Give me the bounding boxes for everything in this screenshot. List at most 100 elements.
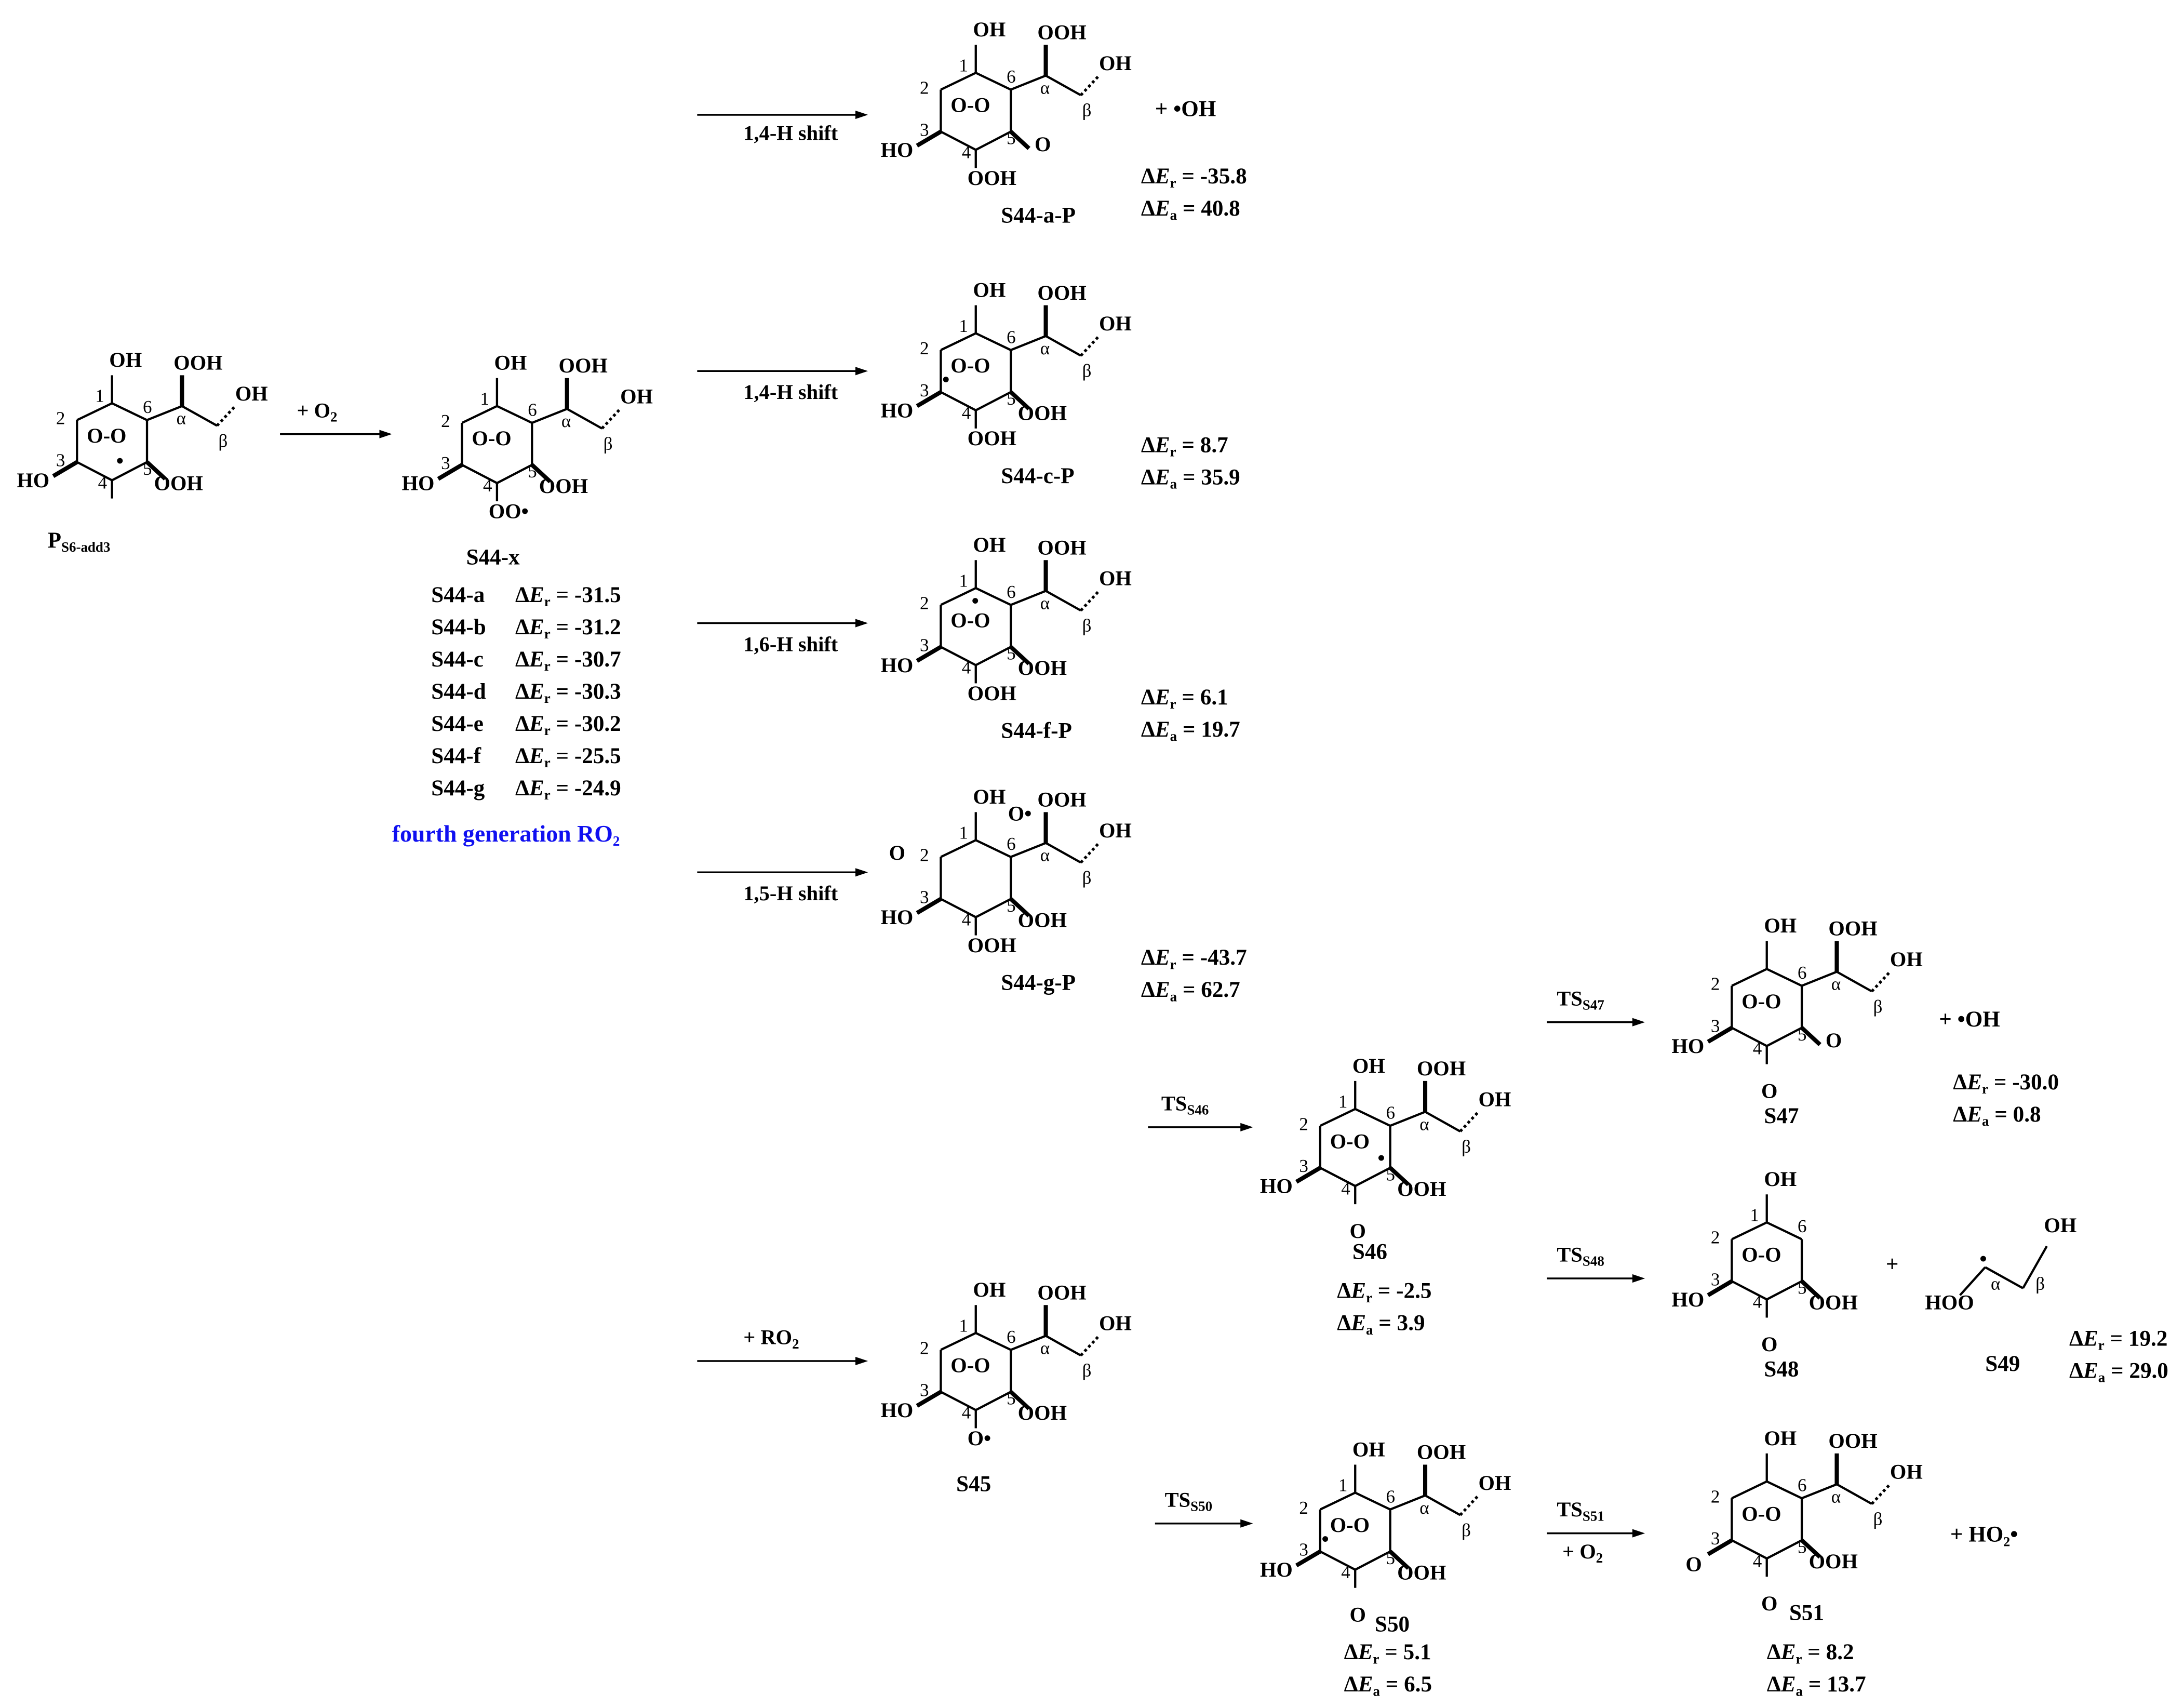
molecule-s44-a-p-atom-beta: β <box>1082 99 1092 121</box>
molecule-s44-a-p-atom-c4: OOH <box>967 168 1016 191</box>
molecule-s50-wedge-bond <box>1388 1550 1410 1570</box>
molecule-s51-atom-top: OH <box>1764 1428 1797 1451</box>
delta-symbol: Δ <box>1141 686 1155 710</box>
molecule-s46-wedge-bond <box>1388 1166 1410 1186</box>
arrow-label-o2-main: + O <box>297 400 331 423</box>
delta-symbol: Δ <box>1141 197 1155 221</box>
molecule-s44-x-atom-ooh: OOH <box>558 355 608 378</box>
arrow-label-ts48-subscript: S48 <box>1582 1255 1604 1270</box>
energy-symbol: E <box>529 713 544 737</box>
equals-sign: = <box>1379 1673 1404 1697</box>
molecule-s44-x-atom-alpha: α <box>561 410 571 432</box>
molecule-s47-ring-bond <box>1766 968 1803 987</box>
molecule-p-s6-add3-chain-bond <box>181 405 218 427</box>
molecule-p-s6-add3-ring-bond <box>76 402 113 421</box>
molecule-s48-atom-bridge: O-O <box>1741 1245 1781 1268</box>
molecule-s51-atom-c4ald: O <box>1761 1593 1778 1616</box>
arrow-label-a16: 1,6-H shift <box>743 634 838 658</box>
molecule-s44-x-atom-n5: 5 <box>528 460 537 482</box>
molecule-s44-g-p-atom-n1: 1 <box>959 822 968 843</box>
molecule-s50-ring-bond <box>1355 1491 1391 1511</box>
molecule-s51-chain-bond <box>1801 1483 1838 1500</box>
molecule-s46-ring-bond <box>1355 1108 1391 1127</box>
energy-symbol: E <box>2083 1359 2098 1384</box>
equals-sign: = <box>1177 466 1201 490</box>
delta-symbol: Δ <box>515 745 529 769</box>
equals-sign: = <box>1176 686 1200 710</box>
molecule-s44-a-p-label: S44-a-P <box>1001 204 1076 229</box>
molecule-s47-atom-bridge: O-O <box>1741 991 1781 1014</box>
molecule-s45-chain-bond <box>1010 1335 1047 1351</box>
equals-sign: = <box>550 648 574 672</box>
energy-ea-e_g: ΔEa = 62.7 <box>1141 979 1240 1005</box>
molecule-s44-x-atom-bridge: O-O <box>472 428 512 451</box>
molecule-s44-g-p-hashed-bond <box>1079 842 1100 864</box>
arrow-label-ro2: + RO2 <box>743 1327 799 1352</box>
arrow-extra-label-ts51: + O2 <box>1562 1542 1603 1566</box>
molecule-s47-label: S47 <box>1764 1104 1799 1129</box>
arrow-label-o2-subscript: 2 <box>330 410 338 426</box>
energy-value: -30.2 <box>574 713 621 737</box>
molecule-s51-atom-n3: 3 <box>1710 1527 1720 1549</box>
molecule-s51-atom-alpha: α <box>1831 1485 1841 1507</box>
s49-bond <box>2022 1245 2048 1289</box>
molecule-s44-f-p-atom-c4: OOH <box>967 683 1016 706</box>
molecule-s44-g-p-atom-alpha: α <box>1040 844 1050 865</box>
molecule-s48-ring-bond <box>1766 1280 1803 1301</box>
energy-subscript: r <box>1170 176 1176 192</box>
molecule-s46-label: S46 <box>1352 1241 1387 1265</box>
s44-list-name: S44-g <box>431 777 485 801</box>
molecule-s44-a-p-ring-bond <box>940 130 976 151</box>
molecule-s44-g-p-wedge-bond <box>1009 897 1030 917</box>
delta-symbol: Δ <box>515 616 529 640</box>
molecule-s48-label: S48 <box>1764 1358 1799 1382</box>
molecule-s44-a-p-atom-n5: 5 <box>1007 127 1016 149</box>
molecule-s44-c-p-chain-bond <box>1045 335 1081 357</box>
molecule-s46-atom-n1: 1 <box>1338 1090 1348 1112</box>
equals-sign: = <box>1372 1279 1397 1304</box>
molecule-s44-f-p-chain-bond <box>1045 590 1081 612</box>
molecule-s44-a-p-atom-alpha: α <box>1040 77 1050 98</box>
arrow-label-ts51: TSS51 <box>1557 1500 1604 1524</box>
molecule-p-s6-add3-atom-ooh: OOH <box>173 353 223 376</box>
molecule-s44-x-atom-n4: 4 <box>483 474 492 496</box>
energy-er-e_g: ΔEr = -43.7 <box>1141 946 1247 973</box>
molecule-s47-hashed-bond <box>1870 970 1891 993</box>
molecule-s50-atom-top: OH <box>1352 1439 1385 1462</box>
molecule-s45-ring-bond <box>940 1332 976 1351</box>
molecule-s44-a-p-atom-n4: 4 <box>961 141 971 163</box>
molecule-s44-c-p-wedge-bond <box>916 390 942 408</box>
fourth-generation-ro2-label-subscript: 2 <box>612 834 620 850</box>
molecule-s44-g-p-ring-bond <box>940 839 976 858</box>
molecule-s44-x-atom-top: OH <box>494 353 527 376</box>
energy-er-e_50: ΔEr = 5.1 <box>1344 1641 1431 1667</box>
molecule-p-s6-add3-atom-c3: HO <box>17 470 50 493</box>
molecule-s44-f-p-atom-c5: OOH <box>1017 658 1067 681</box>
molecule-s48-ring-bond <box>1766 1221 1803 1241</box>
molecule-s44-f-p-atom-n4: 4 <box>961 657 971 678</box>
molecule-s45-chain-bond <box>1045 1335 1081 1357</box>
equals-sign: = <box>1803 1673 1827 1697</box>
molecule-s44-x-atom-c4: OO• <box>488 501 529 524</box>
molecule-s45-atom-n6: 6 <box>1007 1326 1016 1348</box>
molecule-s44-f-p-atom-n6: 6 <box>1007 581 1016 603</box>
arrow-label-a14a-main: 1,4-H shift <box>743 123 838 146</box>
arrow-label-a14a: 1,4-H shift <box>743 123 838 147</box>
molecule-s48-ring-bond <box>1731 1221 1767 1241</box>
energy-symbol: E <box>1155 197 1170 221</box>
molecule-s48-wedge-bond <box>1800 1279 1821 1300</box>
energy-subscript: r <box>1170 957 1176 973</box>
molecule-s44-g-p-atom-beta: β <box>1082 866 1092 888</box>
energy-subscript: a <box>1982 1114 1989 1130</box>
molecule-s45-atom-top: OH <box>973 1279 1006 1302</box>
energy-value: 40.8 <box>1201 197 1240 221</box>
s49-label: S49 <box>1985 1352 2020 1377</box>
energy-ea-e_46: ΔEa = 3.9 <box>1337 1312 1425 1338</box>
molecule-s44-x-label: S44-x <box>466 546 520 570</box>
energy-subscript: r <box>544 691 551 708</box>
energy-value: 62.7 <box>1201 979 1240 1003</box>
arrow-label-ts51-main: TS <box>1557 1499 1583 1523</box>
molecule-s44-g-p-atom-n4: 4 <box>961 909 971 930</box>
s44-list-name: S44-f <box>431 745 481 769</box>
